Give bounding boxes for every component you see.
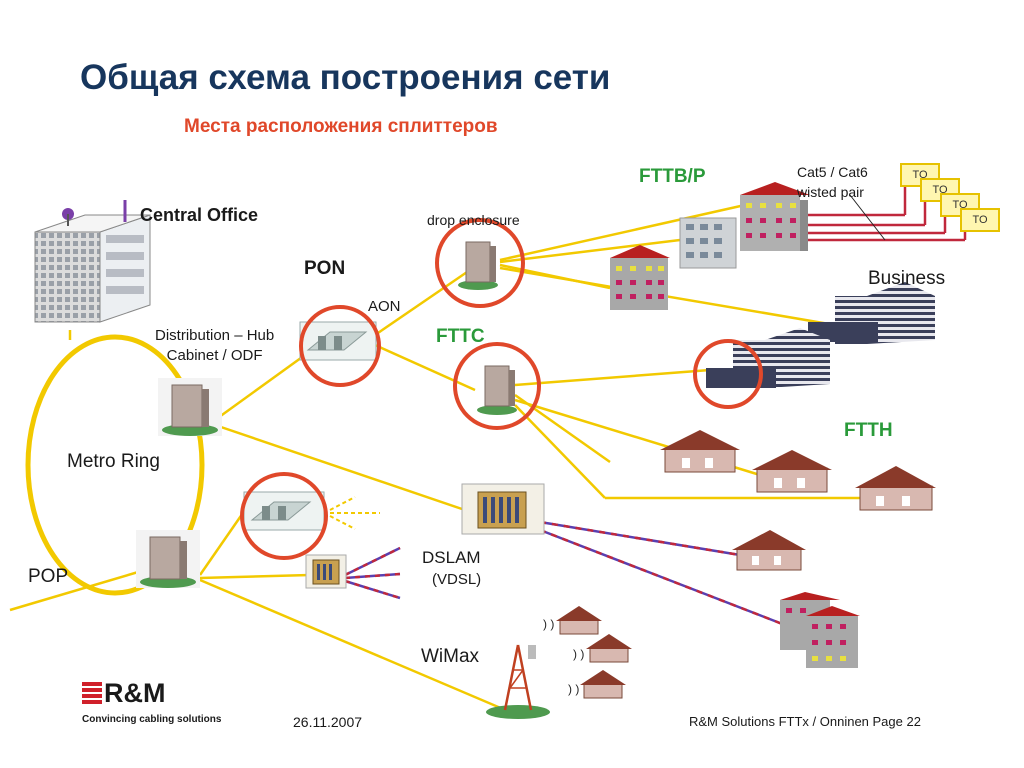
apartment-building-1 <box>740 182 810 251</box>
pon-label: PON <box>304 258 346 279</box>
svg-text:) ): ) ) <box>573 647 584 661</box>
splitter-location-circles <box>240 218 763 560</box>
pop-label: POP <box>28 566 69 587</box>
splitter-circle-wireless <box>240 472 328 560</box>
business-building-2 <box>706 328 830 388</box>
footer-date: 26.11.2007 <box>293 714 363 730</box>
page-subtitle: Места расположения сплиттеров <box>184 116 498 137</box>
dslam-unit-small <box>305 554 347 589</box>
vdsl-label: (VDSL) <box>432 571 482 588</box>
ftth-label: FTTH <box>844 420 893 441</box>
company-logo: R&M Convincing cabling solutions <box>82 678 242 730</box>
apartment-building-3 <box>610 245 670 310</box>
house-small-2 <box>586 634 632 663</box>
wireless-signal-icons: ) ) ) ) ) ) <box>543 617 584 696</box>
central-office-building <box>34 200 151 323</box>
house-2 <box>752 450 832 493</box>
business-label: Business <box>868 268 946 289</box>
metro-ring-label: Metro Ring <box>67 451 160 472</box>
splitter-circle-aon <box>299 305 381 387</box>
fttc-label: FTTC <box>436 326 485 347</box>
business-building-1 <box>808 282 935 344</box>
fttbp-label: FTTB/P <box>639 166 706 187</box>
apartment-building-2 <box>679 217 737 269</box>
dslam-label-main: DSLAM <box>422 548 481 567</box>
aon-label: AON <box>368 298 401 315</box>
aon-equipment-room <box>299 321 377 361</box>
dslam-unit-main <box>461 483 545 535</box>
drop-enclosure-label: drop enclosure <box>427 212 520 228</box>
footer-page-info: R&M Solutions FTTx / Onninen Page 22 <box>689 714 921 729</box>
hub-cabinet <box>158 378 222 436</box>
signal-rays <box>329 496 380 530</box>
dslam-copper-lines <box>344 520 786 627</box>
logo-mark-icon <box>82 682 102 706</box>
apartment-building-4 <box>780 592 860 668</box>
hub-label-line1: Distribution – Hub <box>155 327 275 344</box>
wimax-tower-icon <box>486 644 550 719</box>
house-1 <box>660 430 740 473</box>
house-4 <box>732 530 806 571</box>
cat-label-line2: wisted pair <box>797 184 864 200</box>
metro-ring <box>25 334 205 596</box>
wireless-equipment-room <box>243 491 325 531</box>
logo-name: R&M <box>104 678 166 708</box>
page-title: Общая схема построения сети <box>80 58 611 97</box>
hub-cabinet-label: Distribution – Hub Cabinet / ODF <box>155 326 274 366</box>
pop-cabinet <box>136 530 200 588</box>
central-office-label: Central Office <box>140 205 259 225</box>
dslam-label: DSLAM (VDSL) <box>422 547 481 591</box>
hub-label-line2: Cabinet / ODF <box>166 347 263 364</box>
fttc-cabinet <box>477 365 517 415</box>
splitter-circle-business <box>693 339 763 409</box>
svg-text:) ): ) ) <box>568 682 579 696</box>
logo-tagline: Convincing cabling solutions <box>82 714 222 725</box>
splitter-circle-fttc <box>453 342 541 430</box>
wimax-label: WiMax <box>421 646 480 667</box>
cat-label-line1: Cat5 / Cat6 <box>797 164 868 180</box>
house-3 <box>855 466 936 511</box>
telecom-outlet-4: TO <box>960 208 1000 232</box>
cat5-cat6-label: Cat5 / Cat6 wisted pair <box>797 162 868 202</box>
splitter-circle-drop <box>435 218 525 308</box>
house-small-3 <box>580 670 626 699</box>
house-small-1 <box>556 606 602 635</box>
svg-text:) ): ) ) <box>543 617 554 631</box>
drop-enclosure-cabinet <box>458 241 498 290</box>
